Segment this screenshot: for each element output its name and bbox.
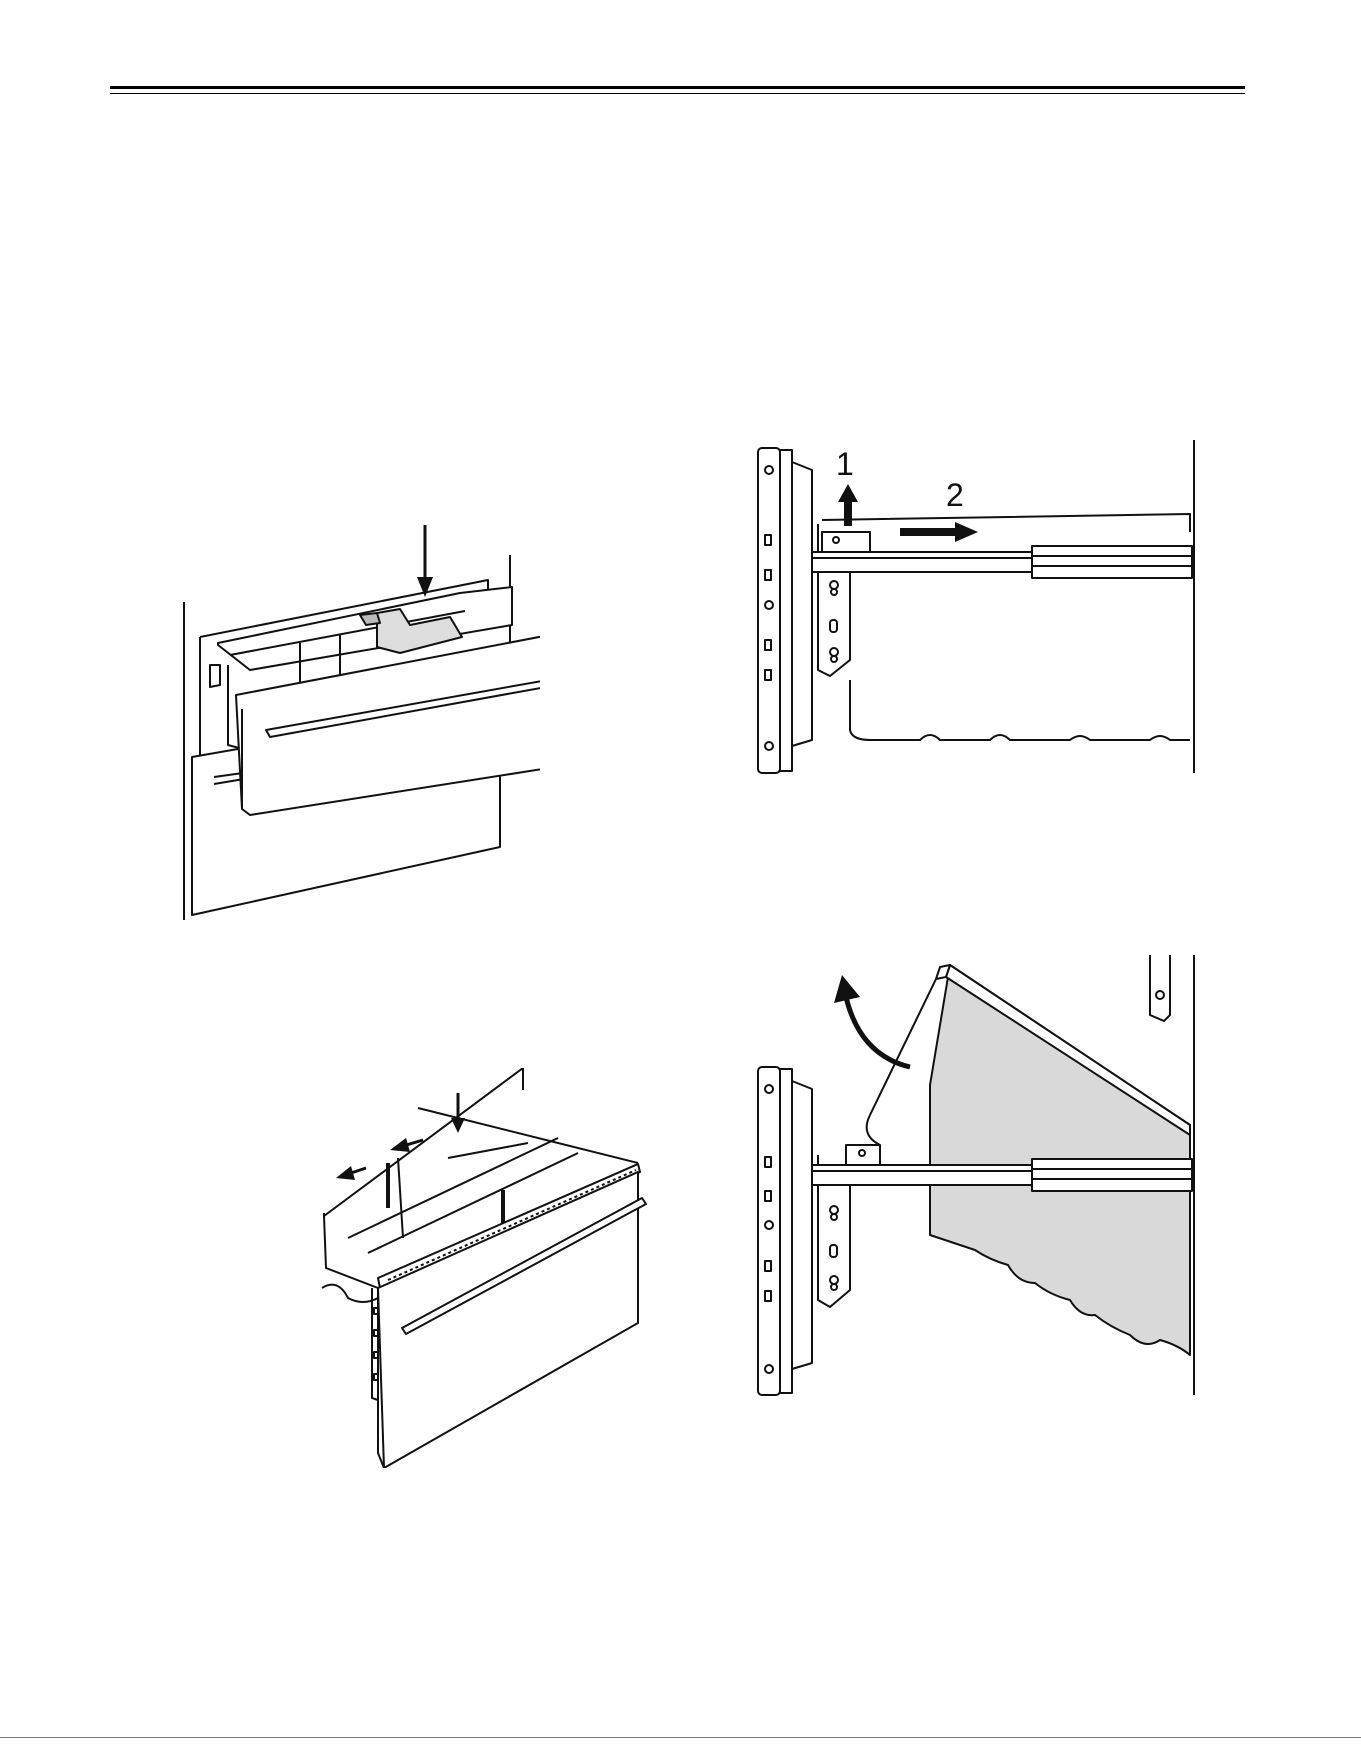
footer-rule: [0, 1737, 1361, 1738]
header-rule-thin: [110, 93, 1245, 94]
figure-slide-release: 1 2: [750, 440, 1210, 780]
curved-arrow-icon: [834, 975, 910, 1067]
arrow-right-icon: [900, 522, 978, 542]
step-label-1: 1: [836, 446, 854, 482]
arrow-down-icon: [417, 525, 433, 597]
figure-basket-tilt: [750, 955, 1210, 1405]
figure-drawer-open: [170, 525, 540, 920]
step-label-2: 2: [946, 477, 964, 513]
figure-drawer-rails: [318, 1068, 658, 1468]
header-rule-thick: [110, 86, 1245, 89]
